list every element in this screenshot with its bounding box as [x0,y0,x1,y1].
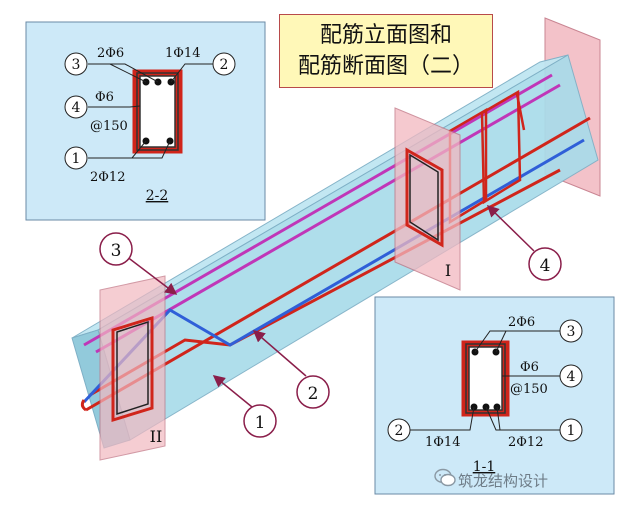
s11-stirrup-spacing: @150 [510,382,548,397]
s22-top-left-bars: 2Φ6 [97,46,124,61]
title-line-1: 配筋立面图和 [319,23,452,48]
s22-callout-1: 1 [72,151,81,167]
s22-callout-4: 4 [72,100,81,116]
s22-top-right-bars: 1Φ14 [165,46,200,61]
s22-callout-2: 2 [220,57,229,73]
section-1-1-panel: 3 4 2 1 2Φ6 Φ6 @150 1Φ14 2Φ12 1-1 [374,296,615,495]
cut-plane-II [99,275,166,461]
watermark-text: 筑龙结构设计 [458,472,549,490]
callout-2: 2 [252,330,330,409]
title-line-2: 配筋断面图（二） [297,54,474,79]
section-2-2-panel: 3 2 4 1 2Φ6 1Φ14 Φ6 @150 2Φ12 2-2 [25,21,266,221]
cut-I-label: I [445,261,451,280]
callout-4: 4 [486,204,562,281]
callout-4-text: 4 [540,256,551,276]
s11-callout-2: 2 [395,423,404,439]
callout-3: 3 [99,232,178,295]
s11-label: 1-1 [473,459,496,475]
cut-II-label: II [150,427,163,446]
s22-bottom-bars: 2Φ12 [90,170,125,185]
rebar-hook [80,399,87,412]
cut-plane-I [394,107,461,291]
cut-II-stirrup [111,315,154,423]
s11-top-bars: 2Φ6 [508,315,535,330]
cut-I-stirrup [405,147,444,248]
s22-callout-3: 3 [72,57,81,73]
callout-3-text: 3 [111,241,122,261]
s22-label: 2-2 [146,188,169,204]
s11-bottom-right-bars: 2Φ12 [508,435,543,450]
callout-1: 1 [212,375,277,438]
s11-stirrup: Φ6 [520,360,539,375]
s11-callout-1: 1 [567,423,576,439]
s22-stirrup-spacing: @150 [90,119,128,134]
s22-stirrup: Φ6 [95,90,114,105]
stirrup-2 [480,89,522,205]
s11-callout-3: 3 [567,324,576,340]
s11-bottom-left-bars: 1Φ14 [425,435,460,450]
wechat-icon [434,468,456,487]
title-box: 配筋立面图和 配筋断面图（二） [279,14,493,88]
stirrup-3 [515,93,526,131]
callout-2-text: 2 [308,384,319,404]
callout-1-text: 1 [255,413,266,433]
rebar-1 [85,116,591,412]
s11-callout-4: 4 [567,369,576,385]
